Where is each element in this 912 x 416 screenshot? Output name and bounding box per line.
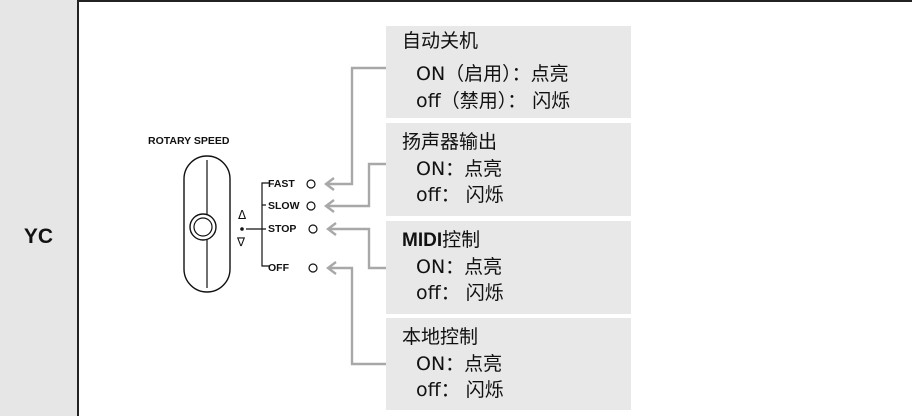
center-dot-icon [240,227,244,231]
panel-line-off: off（禁用）： 闪烁 [416,90,571,112]
arrow-left-icon [324,177,335,191]
panel-heading-bold: MIDI [402,230,443,251]
panel-line-off: off： 闪烁 [416,379,504,401]
arrow-left-icon [326,261,337,275]
up-arrow-icon: Δ [238,208,247,222]
position-off: OFF [268,262,290,274]
position-bracket [261,182,269,267]
panel-line-on: ON：点亮 [416,158,503,180]
panel-heading-text: 控制 [442,229,481,251]
arrow-left-icon [326,222,337,236]
connector-auto-power-off [326,66,386,186]
panel-heading: 本地控制 [402,326,479,348]
switch-title: ROTARY SPEED [148,135,230,147]
position-slow: SLOW [268,200,300,212]
arrow-left-icon [324,199,335,213]
row-label-cell [0,0,79,416]
panel-speaker-output: 扬声器输出 ON：点亮 off： 闪烁 [386,123,631,216]
led-fast-icon [306,179,316,189]
panel-midi-control: MIDI控制 ON：点亮 off： 闪烁 [386,221,631,314]
table-top-rule [0,0,912,2]
position-fast: FAST [268,178,295,190]
led-off-icon [308,263,318,273]
panel-heading: 自动关机 [402,30,479,52]
led-stop-icon [308,224,318,234]
position-stop: STOP [268,223,296,235]
led-slow-icon [306,201,316,211]
panel-line-on: ON：点亮 [416,353,503,375]
panel-line-on: ON（启用）：点亮 [416,63,569,85]
panel-heading: 扬声器输出 [402,131,498,153]
connector-lines [326,66,386,366]
panel-line-on: ON：点亮 [416,256,503,278]
panel-line-off: off： 闪烁 [416,282,504,304]
panel-heading: MIDI控制 [402,229,480,252]
panel-line-off: off： 闪烁 [416,184,504,206]
down-arrow-icon: ∇ [236,235,246,249]
connector-speaker-output [326,162,386,208]
panel-local-control: 本地控制 ON：点亮 off： 闪烁 [386,318,631,410]
connector-midi-control [328,227,386,270]
row-label: YC [23,225,54,248]
switch-knob-inner [193,217,213,237]
connector-local-control [328,266,386,366]
panel-auto-power-off: 自动关机 ON（启用）：点亮 off（禁用）： 闪烁 [386,26,631,118]
connector-arrowheads [324,177,337,275]
